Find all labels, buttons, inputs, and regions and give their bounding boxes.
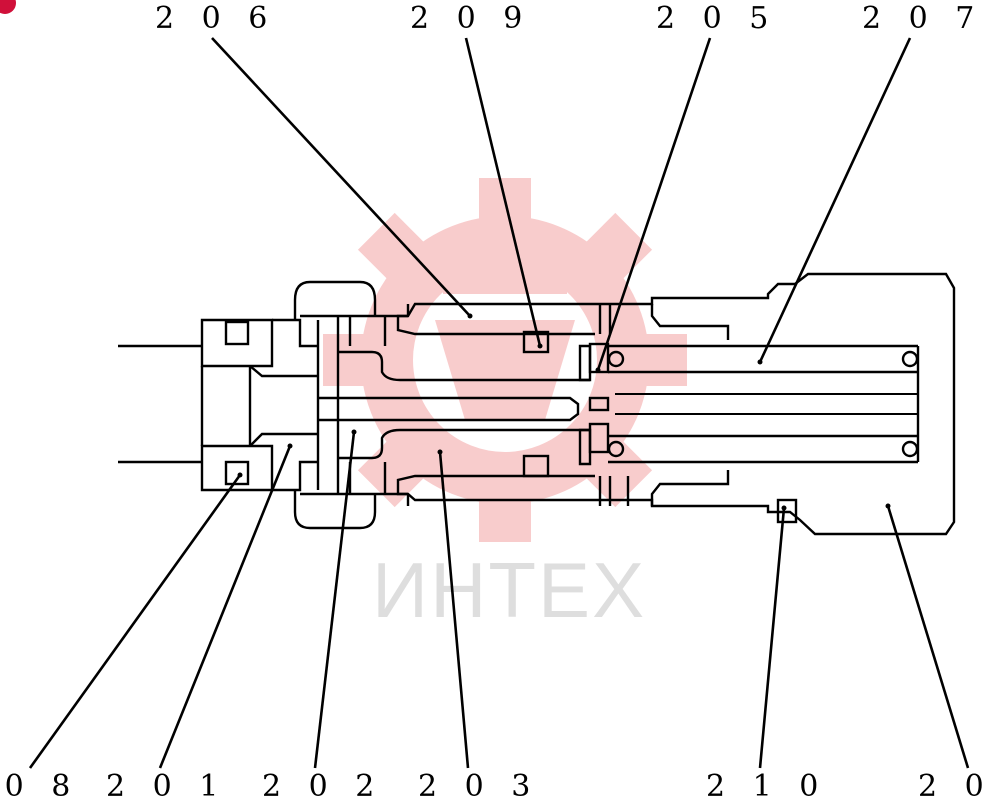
left-stem-lines xyxy=(118,344,202,464)
part-207-spring xyxy=(607,344,920,464)
part-210-seal xyxy=(776,498,798,524)
leader-205 xyxy=(596,37,712,371)
leader-204 xyxy=(886,505,970,769)
label-201: 2 0 1 xyxy=(106,769,227,804)
watermark-gear-logo: ИНТЕХ xyxy=(323,178,687,634)
corner-badge-icon xyxy=(0,0,16,14)
label-206: 2 0 6 xyxy=(155,1,276,36)
part-206-body xyxy=(383,272,956,536)
leader-202 xyxy=(313,431,356,769)
leader-210 xyxy=(758,507,786,769)
part-202-stem xyxy=(318,350,590,460)
leader-lines xyxy=(28,37,970,769)
label-210: 2 1 0 xyxy=(706,769,827,804)
part-208-fitting xyxy=(200,318,318,492)
label-205: 2 0 5 xyxy=(656,1,777,36)
leader-208 xyxy=(28,474,242,769)
watermark-text: ИНТЕХ xyxy=(372,546,646,634)
label-203: 2 0 3 xyxy=(418,769,539,804)
part-201-nut xyxy=(272,280,385,530)
leader-207 xyxy=(758,37,912,363)
label-204: 2 0 4 xyxy=(918,769,1000,804)
leader-209 xyxy=(464,37,542,347)
part-205-retainer xyxy=(578,342,610,466)
label-208: 2 0 8 xyxy=(0,769,79,804)
leader-201 xyxy=(158,445,292,769)
label-202: 2 0 2 xyxy=(262,769,383,804)
leader-203 xyxy=(438,451,470,769)
watermark-gear-icon xyxy=(323,178,687,542)
label-209: 2 0 9 xyxy=(410,1,531,36)
label-207: 2 0 7 xyxy=(862,1,983,36)
leader-206 xyxy=(211,37,471,317)
